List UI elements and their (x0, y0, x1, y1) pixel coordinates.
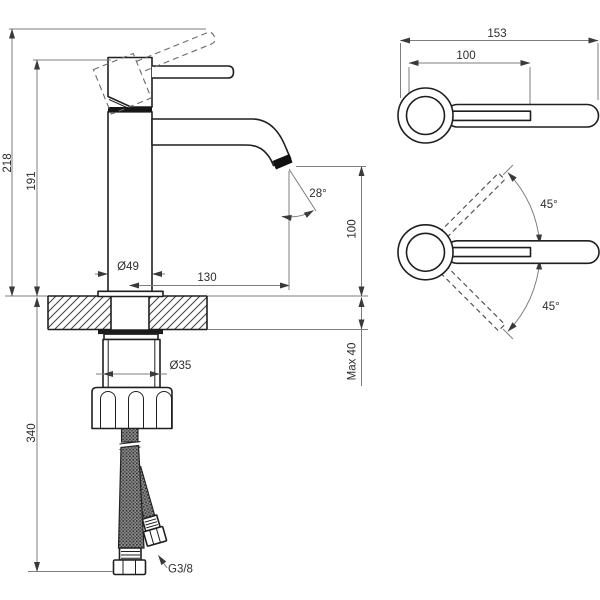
hose1-nut (112, 559, 147, 576)
countertop-section (5, 295, 368, 331)
shank-through-counter (110, 296, 150, 330)
swivel-circle-inner (405, 232, 446, 273)
spout-plan (448, 110, 532, 122)
dim-label-shank-diameter: Ø35 (170, 360, 192, 372)
plan-view: 153 100 (397, 28, 600, 144)
dim-label-spout-angle: 28° (309, 188, 326, 200)
spout-swivel-up-dashed (438, 164, 514, 240)
dim-label-base-diameter: Ø49 (117, 261, 139, 273)
hose2-nut-facets (149, 528, 161, 545)
shank-hole (111, 296, 149, 330)
faucet-front (92, 31, 293, 298)
hose1-stub (120, 427, 139, 443)
cartridge-head-dashed (92, 52, 152, 115)
lever-handle (152, 65, 235, 79)
front-dimensions: 218 191 340 Ø49 130 28° 100 Max 40 (2, 28, 366, 576)
head-body-joint (108, 107, 152, 112)
spout-angle-line (288, 168, 317, 212)
counter-hatch-left (48, 296, 111, 330)
dim-label-connection-thread: G3/8 (168, 564, 193, 576)
dim-label-hose-length: 340 (26, 423, 38, 442)
dim-label-swivel-up: 45° (540, 199, 557, 211)
under-counter-assembly (91, 329, 173, 576)
mounting-nut (91, 386, 173, 430)
spout-dashed-down (438, 264, 506, 332)
hose1-collar-threads (121, 551, 140, 559)
counter-hatch-right (149, 296, 207, 330)
swivel-view: 45° 45° (397, 164, 600, 340)
lever-handle-dashed (136, 31, 216, 74)
swivel-ext-up (502, 164, 514, 176)
swivel-arc-up (507, 172, 543, 245)
swivel-arc-down (507, 259, 543, 332)
dim-label-swivel-down: 45° (542, 301, 559, 313)
shank-thread-lines (107, 340, 156, 387)
swivel-ext-down (502, 328, 514, 340)
dim-label-body-height: 191 (26, 171, 38, 190)
spout-swivel-down-dashed (438, 264, 514, 340)
base-flange (97, 290, 164, 298)
dim-label-max-deck: Max 40 (347, 343, 359, 381)
step-washer (103, 333, 159, 341)
spout-swivel (448, 246, 532, 258)
seal-washer (98, 329, 163, 335)
spout-dashed-up (438, 172, 506, 240)
spout-angle-arc (281, 210, 314, 221)
dim-label-spout-length: 100 (456, 50, 475, 62)
hose1-braid (117, 444, 145, 549)
dim-label-overall-length: 153 (487, 28, 506, 40)
supply-hose-1 (112, 427, 147, 576)
lever-raised-dashed (92, 31, 216, 115)
aerator-tip (272, 154, 293, 170)
hose2-collar-threads (144, 518, 159, 529)
dim-label-spout-height: 100 (347, 219, 359, 238)
hose1-nut-facets (122, 560, 136, 574)
body-circle-inner (405, 95, 446, 136)
mounting-nut-grips (100, 391, 172, 429)
hose2-nut (142, 525, 168, 547)
thread-leader-line (158, 555, 168, 569)
front-view: 218 191 340 Ø49 130 28° 100 Max 40 (2, 28, 368, 576)
dim-label-spout-reach: 130 (197, 272, 216, 284)
dim-label-total-height: 218 (2, 153, 14, 172)
faucet-spout (151, 118, 292, 167)
threaded-shank (102, 338, 161, 389)
